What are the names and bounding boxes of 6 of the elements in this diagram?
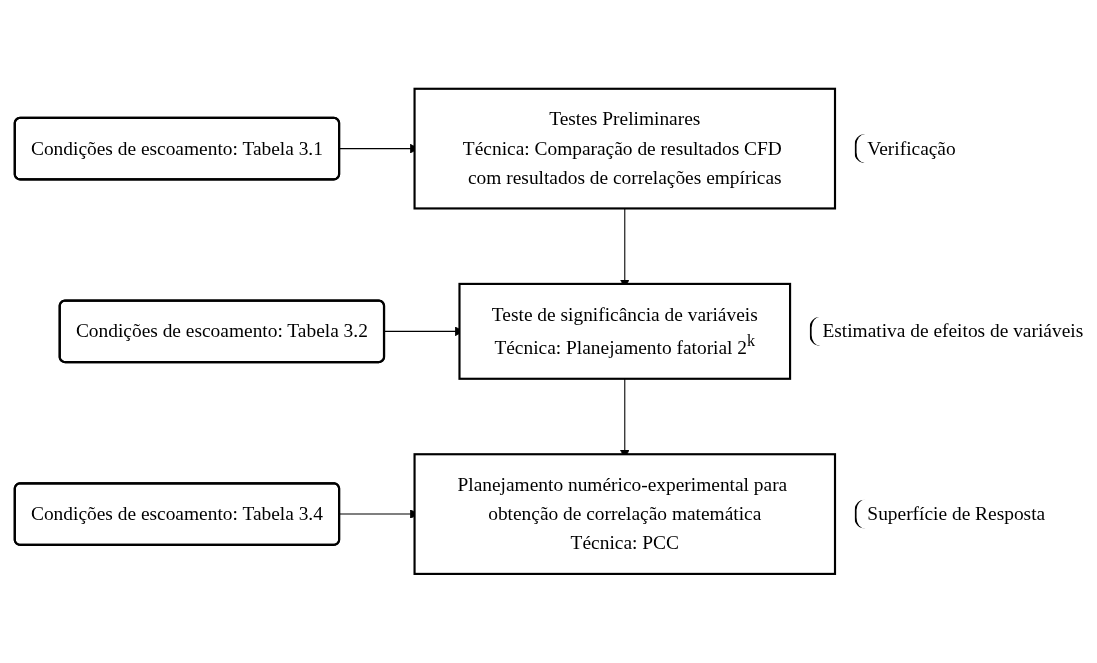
node-box: Teste de significância de variáveis Técnica: Planejamento fatorial 2$^{k}$ (457, 283, 791, 380)
node-label: Estimativa de efeitos de variáveis (821, 320, 1083, 342)
node-box: Planejamento numérico-experimental para obtenção de correlação matemática Técnica: PCC (413, 453, 836, 576)
node-box: Testes Preliminares Técnica: Comparação de resultados CFD com resultados de correlações empíricas (413, 87, 836, 210)
node-label: Superfície de Resposta (866, 502, 1045, 525)
node-label: Verificação (866, 137, 956, 160)
